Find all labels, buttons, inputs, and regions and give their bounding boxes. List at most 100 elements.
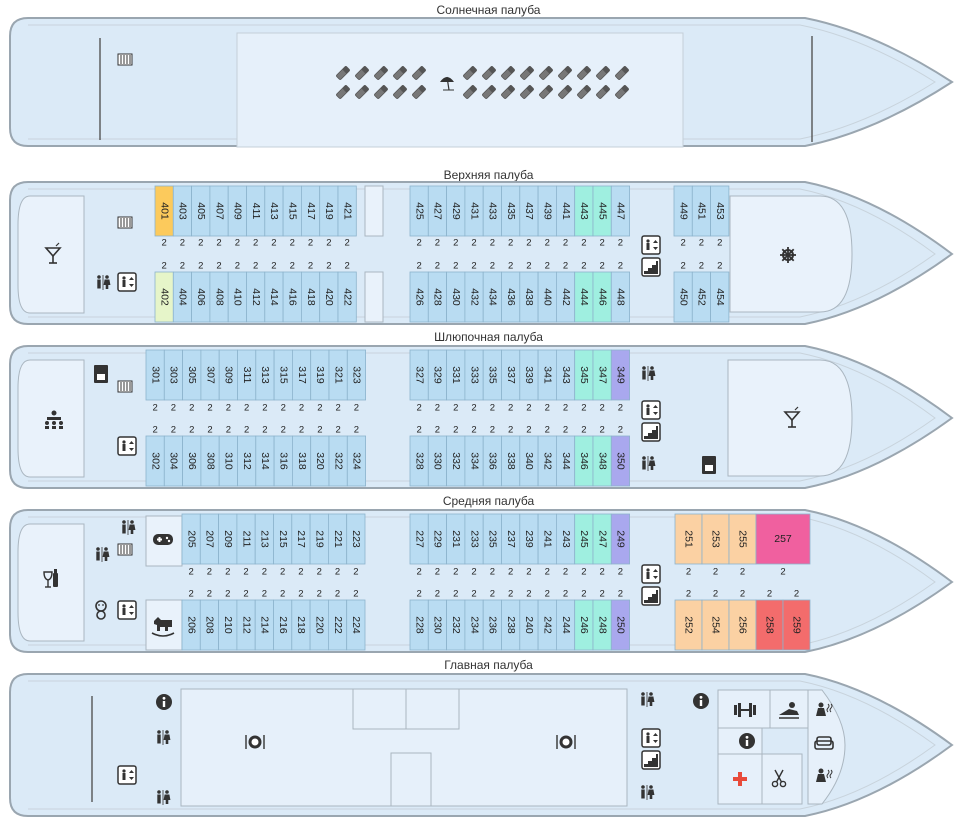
cabin-259[interactable] xyxy=(782,599,811,651)
berth-count: 2 xyxy=(244,425,249,436)
berth-count: 2 xyxy=(740,567,745,578)
cabin-448[interactable] xyxy=(610,271,630,323)
berth-count: 2 xyxy=(563,238,568,249)
berth-count: 2 xyxy=(271,238,276,249)
radiator-icon xyxy=(117,380,133,393)
cabin-251[interactable] xyxy=(674,513,703,565)
cabin-256[interactable] xyxy=(728,599,757,651)
cabin-255[interactable] xyxy=(728,513,757,565)
cabin-252[interactable] xyxy=(674,599,703,651)
cabin-324[interactable] xyxy=(346,435,366,487)
berth-count: 2 xyxy=(490,261,495,272)
cabin-number: 206 xyxy=(185,616,197,634)
cabin-453[interactable] xyxy=(710,185,730,237)
kids-icon xyxy=(95,600,107,620)
cabin-number: 343 xyxy=(560,366,572,384)
gamepad-icon xyxy=(153,534,173,545)
berth-count: 2 xyxy=(262,567,267,578)
cabin-257[interactable] xyxy=(755,513,811,565)
barber-icon xyxy=(771,769,787,788)
berth-count: 2 xyxy=(618,425,623,436)
berth-count: 2 xyxy=(490,567,495,578)
cabin-number: 218 xyxy=(295,616,307,634)
berth-count: 2 xyxy=(336,403,341,414)
berth-count: 2 xyxy=(244,403,249,414)
cabin-number: 209 xyxy=(222,530,234,548)
cabin-number: 405 xyxy=(195,202,207,220)
cabin-number: 252 xyxy=(683,616,695,634)
berth-count: 2 xyxy=(290,238,295,249)
cabin-454[interactable] xyxy=(710,271,730,323)
berth-count: 2 xyxy=(326,261,331,272)
corridor-block xyxy=(364,185,384,237)
berth-count: 2 xyxy=(417,425,422,436)
berth-count: 2 xyxy=(618,589,623,600)
cabin-number: 321 xyxy=(332,366,344,384)
barber-room xyxy=(761,753,803,805)
cabin-number: 442 xyxy=(560,288,572,306)
berth-count: 2 xyxy=(526,567,531,578)
berth-count: 2 xyxy=(207,589,212,600)
cabin-number: 253 xyxy=(710,530,722,548)
cabin-349[interactable] xyxy=(610,349,630,401)
cabin-224[interactable] xyxy=(346,599,366,651)
berth-count: 2 xyxy=(171,403,176,414)
elevator-icon xyxy=(117,765,137,785)
cabin-223[interactable] xyxy=(346,513,366,565)
cabin-number: 258 xyxy=(764,616,776,634)
berth-count: 2 xyxy=(581,567,586,578)
cabin-number: 255 xyxy=(737,530,749,548)
cabin-number: 244 xyxy=(560,616,572,634)
cabin-number: 427 xyxy=(432,202,444,220)
cabin-249[interactable] xyxy=(610,513,630,565)
berth-count: 2 xyxy=(686,567,691,578)
ship-wheel-icon xyxy=(779,246,797,264)
berth-count: 2 xyxy=(618,238,623,249)
cabin-number: 312 xyxy=(241,452,253,470)
service-room xyxy=(405,688,460,730)
berth-count: 2 xyxy=(600,261,605,272)
cabin-447[interactable] xyxy=(610,185,630,237)
berth-count: 2 xyxy=(563,403,568,414)
cabin-422[interactable] xyxy=(337,271,357,323)
cabin-number: 317 xyxy=(296,366,308,384)
cabin-250[interactable] xyxy=(610,599,630,651)
berth-count: 2 xyxy=(335,589,340,600)
cabin-254[interactable] xyxy=(701,599,730,651)
berth-count: 2 xyxy=(526,589,531,600)
elevator-icon xyxy=(641,728,661,748)
cabin-number: 333 xyxy=(468,366,480,384)
cabin-number: 440 xyxy=(541,288,553,306)
cabin-323[interactable] xyxy=(346,349,366,401)
cabin-350[interactable] xyxy=(610,435,630,487)
berth-count: 2 xyxy=(225,589,230,600)
cabin-number: 438 xyxy=(523,288,535,306)
info-icon xyxy=(693,693,709,709)
coffee-machine-icon xyxy=(94,365,108,383)
cabin-number: 454 xyxy=(714,288,726,306)
berth-count: 2 xyxy=(207,403,212,414)
berth-count: 2 xyxy=(508,238,513,249)
berth-count: 2 xyxy=(189,567,194,578)
cabin-number: 443 xyxy=(578,202,590,220)
cabin-number: 428 xyxy=(432,288,444,306)
cabin-258[interactable] xyxy=(755,599,784,651)
cabin-number: 328 xyxy=(413,452,425,470)
berth-count: 2 xyxy=(308,238,313,249)
berth-count: 2 xyxy=(471,425,476,436)
berth-count: 2 xyxy=(526,238,531,249)
cabin-421[interactable] xyxy=(337,185,357,237)
berth-count: 2 xyxy=(162,238,167,249)
cabin-number: 217 xyxy=(295,530,307,548)
cabin-number: 256 xyxy=(737,616,749,634)
berth-count: 2 xyxy=(508,403,513,414)
cabin-number: 307 xyxy=(204,366,216,384)
berth-count: 2 xyxy=(345,238,350,249)
cabin-number: 449 xyxy=(677,202,689,220)
berth-count: 2 xyxy=(780,567,785,578)
cabin-number: 413 xyxy=(268,202,280,220)
berth-count: 2 xyxy=(453,238,458,249)
cabin-number: 211 xyxy=(240,531,252,548)
berth-count: 2 xyxy=(618,261,623,272)
cabin-number: 346 xyxy=(578,452,590,470)
